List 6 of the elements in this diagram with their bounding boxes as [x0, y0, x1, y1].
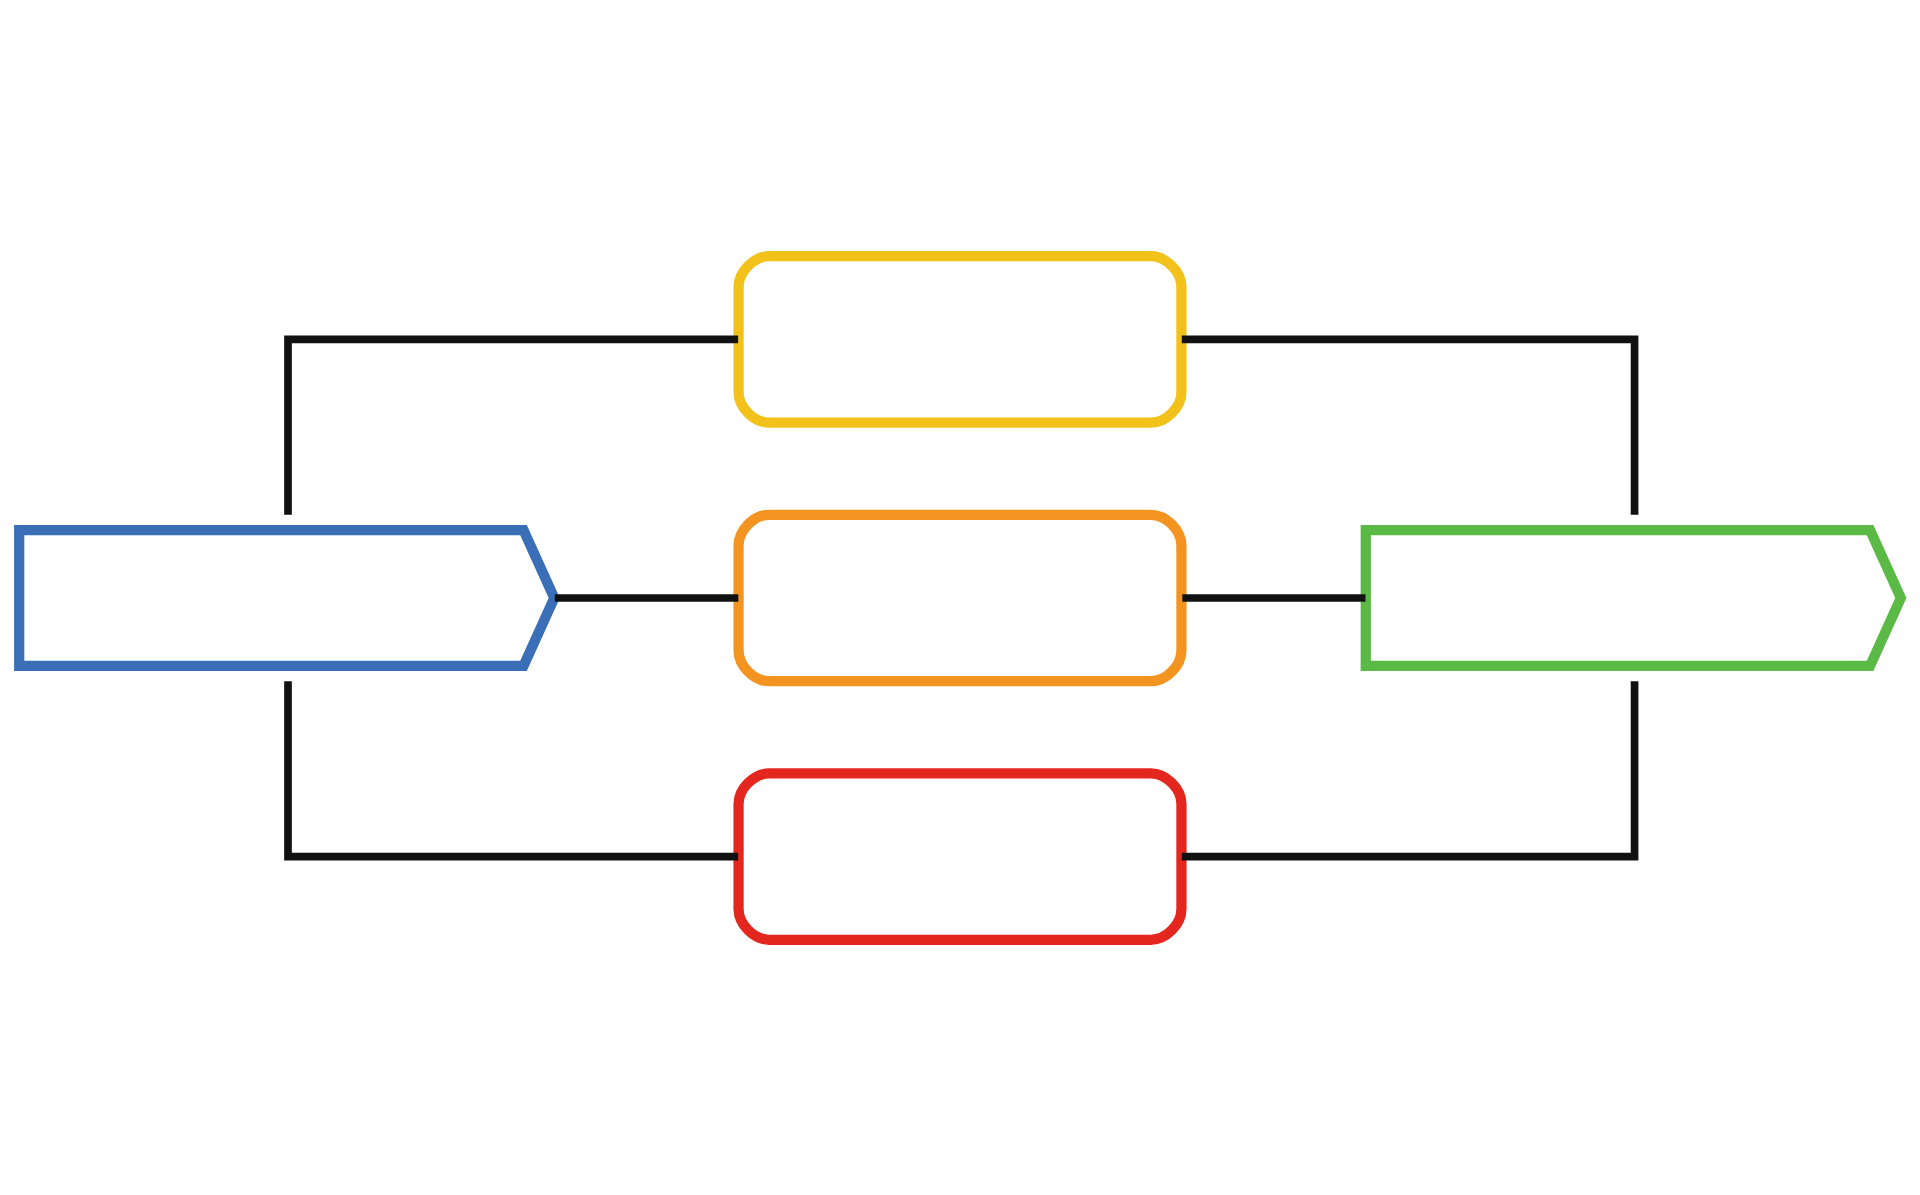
node-box — [733, 250, 1187, 428]
node-arrow — [14, 524, 560, 671]
node-arrow — [1360, 524, 1907, 671]
node-box — [733, 767, 1187, 945]
node-box — [733, 509, 1187, 686]
connector — [284, 680, 739, 860]
